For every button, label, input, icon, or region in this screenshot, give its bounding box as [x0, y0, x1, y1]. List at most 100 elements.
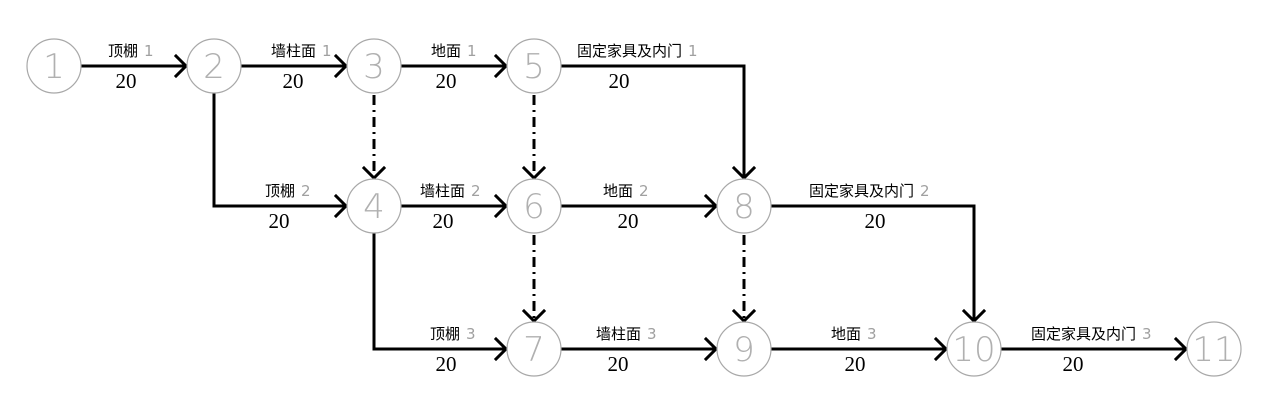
- node-number: 3: [363, 47, 385, 87]
- activity-arrow: [771, 204, 987, 324]
- event-node: 3: [346, 38, 402, 94]
- activity-arrow: [561, 64, 757, 181]
- activity-duration: 20: [845, 352, 866, 376]
- node-circle: [26, 38, 82, 94]
- dummy-arrow: [731, 235, 757, 324]
- dummy-arrow: [521, 235, 547, 324]
- node-number: 5: [523, 47, 545, 87]
- activity-line: [771, 204, 976, 320]
- node-number: 9: [733, 330, 755, 370]
- event-node: 5: [506, 38, 562, 94]
- arrowhead-icon: [703, 336, 719, 362]
- activity-duration: 20: [1063, 352, 1084, 376]
- arrowhead-icon: [521, 308, 547, 324]
- dummy-arrow: [521, 95, 547, 181]
- node-circle: [716, 321, 772, 377]
- node-number: 1: [43, 47, 65, 87]
- activity-arrow: [771, 336, 949, 362]
- activity-duration: 20: [116, 69, 137, 93]
- arrowhead-icon: [361, 165, 387, 181]
- node-number: 2: [203, 47, 225, 87]
- event-node: 4: [346, 178, 402, 234]
- event-node: 1: [26, 38, 82, 94]
- activity-duration: 20: [609, 69, 630, 93]
- arrowhead-icon: [703, 193, 719, 219]
- activity-arrow: [401, 193, 509, 219]
- activity-sequence: 2: [301, 182, 311, 200]
- node-number: 7: [523, 330, 545, 370]
- arrowhead-icon: [731, 165, 757, 181]
- activity-sequence: 2: [471, 182, 481, 200]
- node-number: 11: [1192, 330, 1235, 370]
- arrowhead-icon: [961, 308, 987, 324]
- activity-line: [372, 233, 505, 351]
- node-number: 4: [363, 187, 385, 227]
- node-circle: [346, 38, 402, 94]
- activity-duration: 20: [283, 69, 304, 93]
- arrowhead-icon: [493, 336, 509, 362]
- arrowhead-icon: [333, 193, 349, 219]
- activity-sequence: 2: [920, 182, 930, 200]
- arrowhead-icon: [1173, 336, 1189, 362]
- node-number: 6: [523, 187, 545, 227]
- activity-arrow: [1001, 336, 1189, 362]
- event-node: 10: [946, 321, 1002, 377]
- activity-sequence: 3: [647, 325, 657, 343]
- event-node: 9: [716, 321, 772, 377]
- activity-sequence: 1: [322, 42, 332, 60]
- activity-sequence: 1: [467, 42, 477, 60]
- event-node: 6: [506, 178, 562, 234]
- activity-arrow: [561, 336, 719, 362]
- activity-duration: 20: [436, 352, 457, 376]
- arrowhead-icon: [173, 53, 189, 79]
- activity-duration: 20: [618, 209, 639, 233]
- activity-sequence: 2: [639, 182, 649, 200]
- edges-layer: [81, 53, 1189, 362]
- activity-duration: 20: [436, 69, 457, 93]
- activity-sequence: 1: [144, 42, 154, 60]
- node-circle: [506, 38, 562, 94]
- activity-duration: 20: [865, 209, 886, 233]
- activity-duration: 20: [608, 352, 629, 376]
- activity-sequence: 1: [688, 42, 698, 60]
- activity-arrow: [561, 193, 719, 219]
- event-node: 2: [186, 38, 242, 94]
- activity-arrow: [372, 233, 509, 362]
- event-node: 8: [716, 178, 772, 234]
- node-circle: [716, 178, 772, 234]
- activity-line: [212, 93, 345, 208]
- activity-sequence: 3: [867, 325, 877, 343]
- activity-arrow: [81, 53, 189, 79]
- activity-sequence: 3: [1142, 325, 1152, 343]
- activity-arrow: [401, 53, 509, 79]
- arrowhead-icon: [731, 308, 757, 324]
- node-circle: [946, 321, 1002, 377]
- arrowhead-icon: [493, 53, 509, 79]
- activity-arrow: [212, 93, 349, 219]
- event-node: 11: [1186, 321, 1242, 377]
- activity-duration: 20: [269, 209, 290, 233]
- arrowhead-icon: [521, 165, 547, 181]
- node-number: 8: [733, 187, 755, 227]
- activity-duration: 20: [433, 209, 454, 233]
- activity-sequence: 3: [466, 325, 476, 343]
- event-node: 7: [506, 321, 562, 377]
- activity-arrow: [241, 53, 349, 79]
- node-circle: [186, 38, 242, 94]
- arrowhead-icon: [333, 53, 349, 79]
- node-circle: [506, 178, 562, 234]
- arrowhead-icon: [493, 193, 509, 219]
